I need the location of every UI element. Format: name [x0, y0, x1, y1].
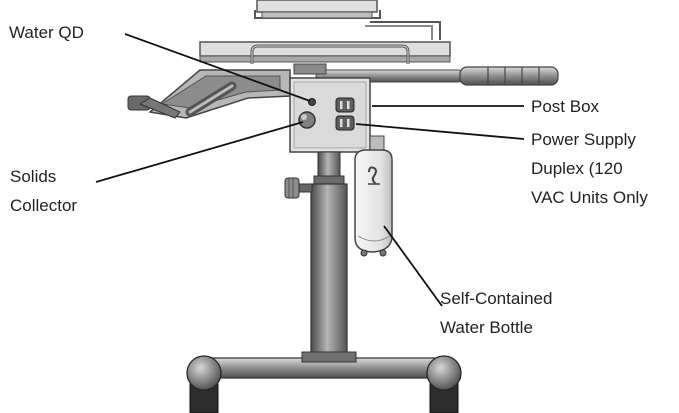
- post-box: [289, 77, 371, 153]
- top-tray: [254, 0, 381, 19]
- height-adjust-knob: [284, 177, 313, 199]
- left-arm: [127, 69, 291, 119]
- leader-water-bottle: [383, 225, 443, 307]
- label-water-qd: Water QD: [9, 23, 84, 42]
- label-post-box: Post Box: [531, 97, 600, 116]
- duplex-outlet: [335, 97, 355, 131]
- base: [195, 351, 445, 379]
- leader-water-qd: [124, 33, 311, 102]
- label-power-line3: VAC Units Only: [531, 188, 648, 207]
- label-solids-line1: Solids: [10, 167, 56, 186]
- outlet-lower: [335, 115, 355, 131]
- caster-right: [426, 355, 462, 413]
- water-qd-port: [308, 98, 316, 106]
- label-power-line2: Duplex (120: [531, 159, 623, 178]
- caster-left: [186, 355, 222, 413]
- leader-solids-collector: [95, 121, 304, 183]
- label-bottle-line2: Water Bottle: [440, 318, 533, 337]
- bottle-logo-icon: [368, 166, 377, 185]
- leader-power-supply: [355, 123, 525, 140]
- pole: [310, 151, 348, 365]
- work-shelf: [199, 41, 451, 64]
- label-bottle-line1: Self-Contained: [440, 289, 552, 308]
- leader-lines: [95, 33, 525, 307]
- callout-labels: Water QD Solids Collector Post Box Power…: [9, 23, 648, 337]
- label-power-line1: Power Supply: [531, 130, 636, 149]
- water-bottle: [354, 135, 393, 257]
- upper-bracket: [365, 21, 441, 40]
- outlet-upper: [335, 97, 355, 113]
- solids-collector-cap: [298, 111, 316, 129]
- label-solids-line2: Collector: [10, 196, 77, 215]
